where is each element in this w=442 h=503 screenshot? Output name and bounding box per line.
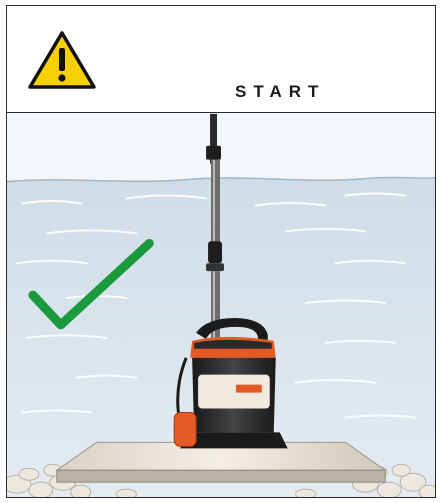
header-bar: START [7,6,435,113]
usage-illustration [7,113,435,498]
start-label: START [235,82,325,102]
base-plate [57,442,385,482]
warning-triangle-icon [27,30,97,90]
instruction-panel: START [6,5,436,498]
